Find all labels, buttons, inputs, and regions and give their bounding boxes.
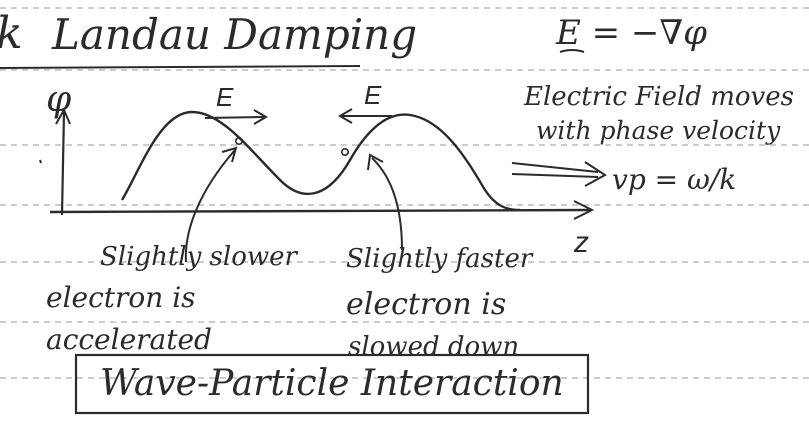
faster-electron-dot bbox=[340, 148, 349, 157]
phase-velocity-note-line1: Electric Field moves bbox=[524, 82, 794, 112]
equation-underline bbox=[559, 49, 585, 53]
z-axis-arrowhead bbox=[573, 200, 595, 220]
field-arrow-right bbox=[204, 116, 266, 119]
z-axis-label: z bbox=[574, 226, 589, 259]
slower-pointer-head bbox=[221, 146, 238, 163]
slower-pointer-line bbox=[184, 149, 236, 263]
title-prefix-fragment: k bbox=[0, 12, 23, 56]
slower-note-line1: Slightly slower bbox=[100, 242, 297, 272]
slower-note-line3: accelerated bbox=[46, 323, 212, 356]
faster-pointer-line bbox=[371, 157, 403, 251]
stray-mark bbox=[39, 159, 42, 164]
slower-electron-dot bbox=[235, 137, 244, 146]
phase-velocity-arrow bbox=[511, 162, 599, 178]
potential-axis bbox=[60, 111, 66, 216]
page-title: Landau Damping bbox=[52, 10, 418, 59]
equation: E = −∇φ bbox=[556, 13, 707, 53]
field-label-right: E bbox=[364, 80, 382, 110]
field-label-left: E bbox=[216, 82, 234, 112]
potential-wave bbox=[120, 110, 521, 212]
title-underline bbox=[0, 65, 361, 69]
potential-label: φ bbox=[46, 79, 72, 120]
potential-axis-arrowhead bbox=[55, 107, 71, 125]
phase-velocity-formula: vp = ω/k bbox=[612, 163, 737, 196]
faster-note-line2: electron is bbox=[346, 287, 507, 322]
boxed-caption: Wave-Particle Interaction bbox=[100, 363, 564, 404]
faster-note-line3: slowed down bbox=[348, 332, 520, 362]
z-axis bbox=[49, 208, 591, 214]
field-arrow-right-head bbox=[253, 109, 268, 125]
slower-note-line2: electron is bbox=[46, 281, 196, 314]
ruled-lines bbox=[0, 7, 809, 379]
faster-note-line1: Slightly faster bbox=[346, 244, 533, 274]
faster-pointer-head bbox=[367, 153, 384, 171]
caption-box bbox=[74, 353, 590, 415]
phase-velocity-arrowhead bbox=[584, 161, 607, 187]
field-arrow-left-head bbox=[338, 108, 353, 124]
phase-velocity-note-line2: with phase velocity bbox=[536, 116, 781, 145]
